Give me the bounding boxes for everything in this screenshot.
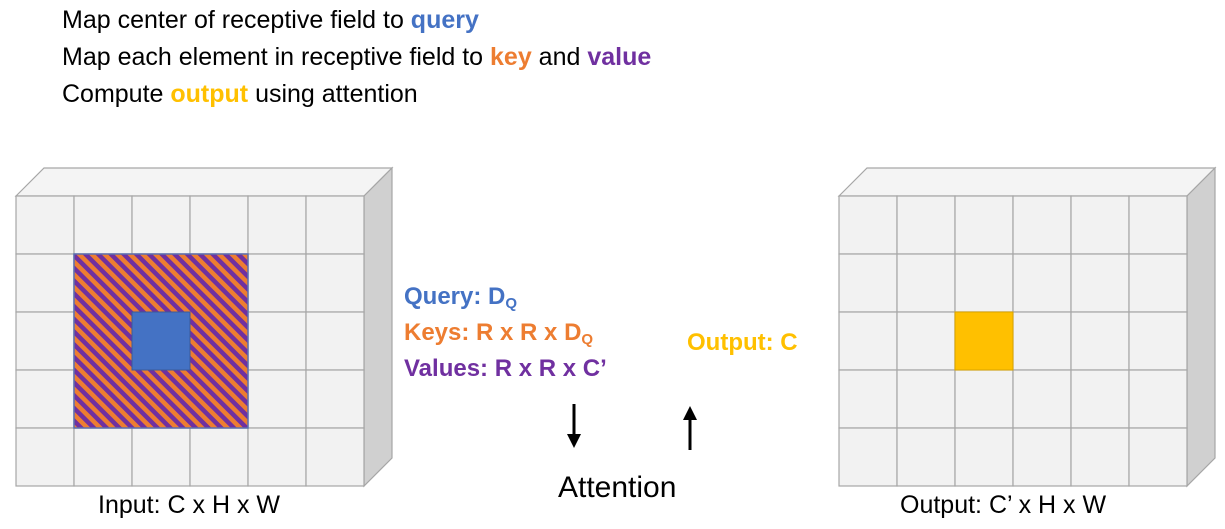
receptive-field xyxy=(73,253,249,429)
output-cell xyxy=(1128,311,1188,371)
down-arrow-icon xyxy=(567,404,581,448)
instruction-list: Map center of receptive field to query M… xyxy=(62,2,651,113)
output-cell xyxy=(1012,311,1072,371)
output-cell xyxy=(954,427,1014,487)
instruction-output: Compute output using attention xyxy=(62,80,418,108)
output-cell xyxy=(1012,253,1072,313)
output-cell xyxy=(896,427,956,487)
input-cell xyxy=(15,311,75,371)
input-cell xyxy=(305,369,365,429)
input-cell xyxy=(247,253,307,313)
input-caption: Input: C x H x W xyxy=(98,491,280,519)
query-term: query xyxy=(410,6,479,34)
input-cell xyxy=(247,195,307,255)
output-cell xyxy=(1128,253,1188,313)
input-cell xyxy=(15,195,75,255)
output-cell xyxy=(954,311,1014,371)
input-cell xyxy=(305,253,365,313)
output-cell xyxy=(838,369,898,429)
input-cell xyxy=(131,195,191,255)
output-cell xyxy=(1012,195,1072,255)
keys-spec: Keys: R x R x DQ xyxy=(404,319,594,348)
output-term: output xyxy=(170,80,249,108)
output-cell xyxy=(896,253,956,313)
output-cell xyxy=(1128,427,1188,487)
output-cell xyxy=(1070,369,1130,429)
query-cell xyxy=(131,311,191,371)
output-cell xyxy=(896,195,956,255)
output-cell xyxy=(954,195,1014,255)
input-cell xyxy=(305,427,365,487)
values-spec: Values: R x R x C’ xyxy=(404,355,607,382)
input-cell xyxy=(305,311,365,371)
output-caption: Output: C’ x H x W xyxy=(900,491,1107,519)
output-cell xyxy=(838,195,898,255)
output-cell xyxy=(838,253,898,313)
input-cell xyxy=(247,311,307,371)
output-cell xyxy=(838,427,898,487)
output-top-face xyxy=(837,167,1217,197)
output-cell xyxy=(1070,311,1130,371)
up-arrow-icon xyxy=(683,406,697,450)
attention-label: Attention xyxy=(558,471,677,504)
output-cell xyxy=(1070,195,1130,255)
value-term: value xyxy=(587,43,652,71)
input-cell xyxy=(305,195,365,255)
input-cell xyxy=(189,195,249,255)
input-cell xyxy=(15,369,75,429)
input-cell xyxy=(73,427,133,487)
output-cell xyxy=(954,253,1014,313)
output-cell xyxy=(1070,427,1130,487)
output-cell xyxy=(1012,427,1072,487)
input-cell xyxy=(15,427,75,487)
input-side-face xyxy=(363,166,393,488)
output-spec: Output: C xyxy=(687,329,798,356)
output-cell xyxy=(954,369,1014,429)
instruction-key-value: Map each element in receptive field to k… xyxy=(62,43,652,71)
output-cell xyxy=(1070,253,1130,313)
output-cell xyxy=(1128,369,1188,429)
input-cell xyxy=(73,195,133,255)
input-cell xyxy=(247,369,307,429)
input-cell xyxy=(189,427,249,487)
input-top-face xyxy=(14,167,394,197)
output-cell xyxy=(896,311,956,371)
input-cell xyxy=(247,427,307,487)
key-term: key xyxy=(490,43,532,71)
instruction-query: Map center of receptive field to query xyxy=(62,6,479,34)
output-side-face xyxy=(1186,166,1216,488)
output-cell xyxy=(1128,195,1188,255)
input-cell xyxy=(15,253,75,313)
input-cell xyxy=(131,427,191,487)
output-cell xyxy=(1012,369,1072,429)
output-cell xyxy=(838,311,898,371)
output-cell xyxy=(896,369,956,429)
query-spec: Query: DQ xyxy=(404,283,518,312)
